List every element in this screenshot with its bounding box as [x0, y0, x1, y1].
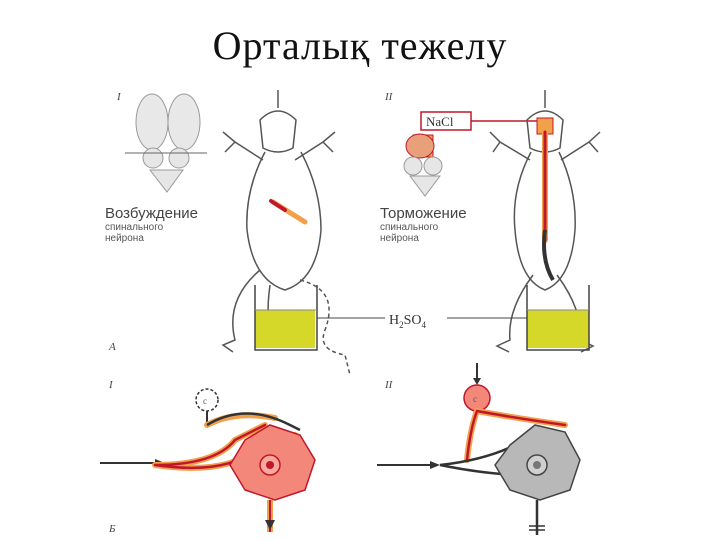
- panel-roman-bottom-left: I: [108, 379, 114, 391]
- panel-roman-top-left: I: [116, 91, 122, 103]
- svg-text:c: c: [203, 396, 207, 406]
- svg-text:c: c: [473, 394, 477, 404]
- frog-brain-icon-right: [403, 133, 443, 197]
- section-a-label: А: [108, 341, 116, 353]
- excitation-pathway-core: [269, 199, 287, 212]
- acid-beaker-right: [526, 285, 590, 351]
- inhibitory-fiber-left: [206, 412, 301, 432]
- nacl-label-box: NaCl: [420, 111, 540, 131]
- acid-formula: H2SO4: [317, 308, 527, 330]
- inhibition-title: Торможение: [380, 205, 467, 222]
- afferent-input-right: [377, 461, 440, 469]
- panel-roman-top-right: II: [384, 91, 394, 103]
- nacl-label: NaCl: [426, 114, 454, 129]
- acid-formula-text: H2SO4: [389, 313, 427, 330]
- section-b-label: Б: [108, 523, 116, 535]
- excitation-title: Возбуждение: [105, 205, 198, 222]
- excitation-sub1: спинального: [105, 222, 164, 233]
- motor-neuron-left: [229, 424, 316, 501]
- slide-title: Орталық тежелу: [212, 23, 508, 68]
- panel-roman-bottom-right: II: [384, 379, 394, 391]
- excitation-reflex-leg: [299, 279, 351, 376]
- motor-neuron-right: [494, 424, 581, 501]
- inhibition-caption: Торможение спинального нейрона: [380, 205, 467, 244]
- excitation-caption: Возбуждение спинального нейрона: [105, 205, 198, 244]
- axon-output-right: [529, 500, 545, 535]
- inhibitory-interneuron-right: c: [463, 363, 491, 412]
- inhibition-sub2: нейрона: [380, 233, 419, 244]
- frog-brain-icon-left: [125, 93, 207, 193]
- axon-output-left: [265, 500, 275, 532]
- inhibitory-fiber-right-core: [465, 409, 567, 462]
- excitation-sub2: нейрона: [105, 233, 144, 244]
- inhibited-reflex-path: [542, 229, 555, 282]
- acid-beaker-left: [254, 285, 318, 351]
- central-inhibition-figure: I Возбуждение спинального нейрона А II N…: [100, 90, 601, 535]
- inhibition-sub1: спинального: [380, 222, 439, 233]
